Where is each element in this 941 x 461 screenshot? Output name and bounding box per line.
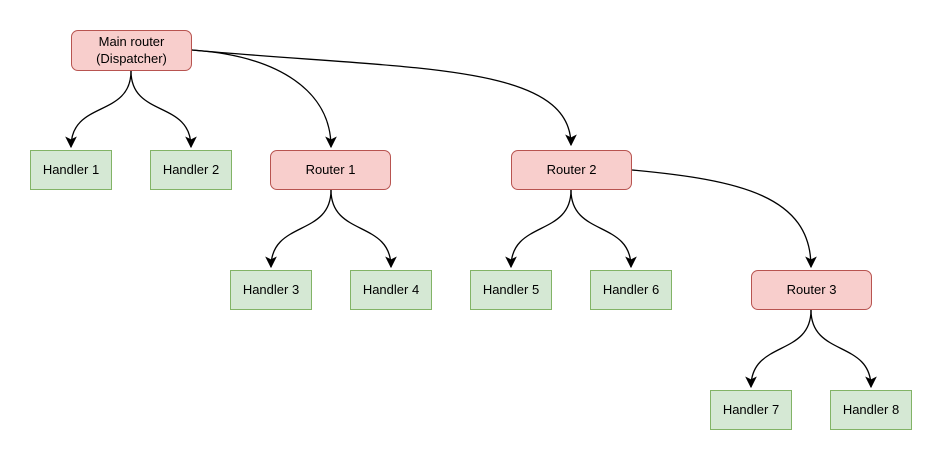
edge-main-router-to-router-1[interactable]	[191, 49, 337, 149]
node-main-router-label: Main router (Dispatcher)	[96, 34, 167, 66]
node-handler-7-label: Handler 7	[722, 401, 780, 417]
node-handler-5[interactable]: Handler 5	[470, 270, 552, 310]
node-handler-6-label: Handler 6	[602, 281, 660, 297]
edge-router-2-to-handler-6[interactable]	[570, 189, 637, 269]
node-handler-2[interactable]: Handler 2	[150, 150, 232, 190]
node-router-1-label: Router 1	[305, 161, 356, 177]
node-handler-3-label: Handler 3	[242, 281, 300, 297]
node-handler-2-label: Handler 2	[162, 161, 220, 177]
node-router-3-label: Router 3	[786, 281, 837, 297]
edge-router-3-to-handler-8[interactable]	[810, 309, 877, 389]
edge-main-router-to-handler-2[interactable]	[130, 70, 197, 149]
edge-router-3-to-handler-7[interactable]	[745, 309, 812, 389]
node-router-2[interactable]: Router 2	[511, 150, 632, 190]
node-handler-8-label: Handler 8	[842, 401, 900, 417]
node-router-3[interactable]: Router 3	[751, 270, 872, 310]
edge-main-router-to-handler-1[interactable]	[65, 70, 132, 149]
edge-router-2-to-router-3[interactable]	[631, 169, 817, 269]
node-handler-4-label: Handler 4	[362, 281, 420, 297]
node-handler-1[interactable]: Handler 1	[30, 150, 112, 190]
node-handler-6[interactable]: Handler 6	[590, 270, 672, 310]
edge-router-1-to-handler-3[interactable]	[265, 189, 332, 269]
edge-router-1-to-handler-4[interactable]	[330, 189, 397, 269]
edge-main-router-to-router-2[interactable]	[191, 49, 577, 147]
node-handler-4[interactable]: Handler 4	[350, 270, 432, 310]
node-handler-3[interactable]: Handler 3	[230, 270, 312, 310]
node-router-1[interactable]: Router 1	[270, 150, 391, 190]
node-handler-5-label: Handler 5	[482, 281, 540, 297]
edge-router-2-to-handler-5[interactable]	[505, 189, 572, 269]
node-handler-7[interactable]: Handler 7	[710, 390, 792, 430]
node-handler-8[interactable]: Handler 8	[830, 390, 912, 430]
node-main-router[interactable]: Main router (Dispatcher)	[71, 30, 192, 71]
node-router-2-label: Router 2	[546, 161, 597, 177]
node-handler-1-label: Handler 1	[42, 161, 100, 177]
